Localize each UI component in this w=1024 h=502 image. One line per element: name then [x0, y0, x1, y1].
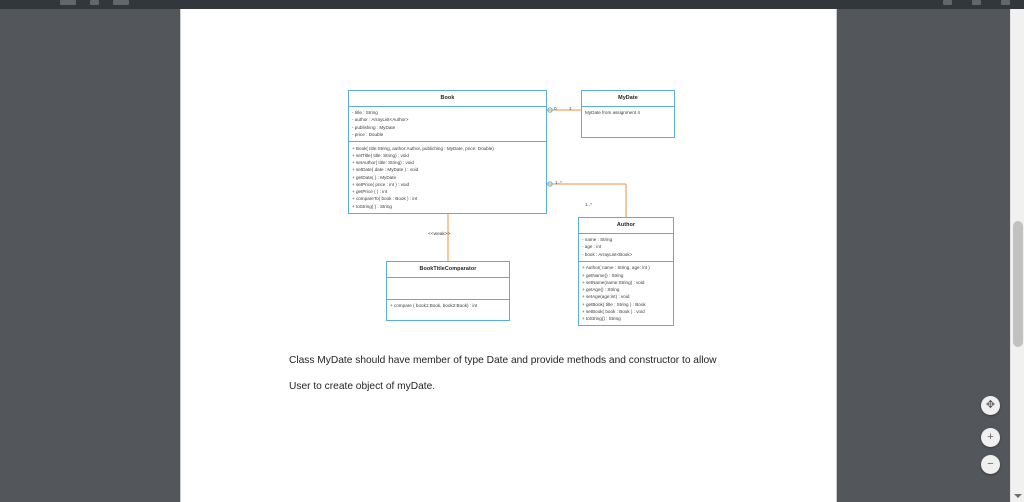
attribute-row: - publishing : MyDate	[352, 124, 396, 130]
vertical-scrollbar[interactable]	[1010, 9, 1024, 502]
multiplicity-book-mydate-target: 1	[569, 106, 572, 111]
method-row: + toString( ) : String	[352, 203, 392, 209]
app-toolbar	[0, 0, 1024, 9]
fit-to-screen-button[interactable]: ✥	[981, 396, 1000, 415]
move-arrows-icon: ✥	[985, 399, 996, 411]
uml-class-book-title: Book	[349, 91, 546, 107]
toolbar-menu-item-2[interactable]	[90, 0, 99, 5]
zoom-out-button[interactable]: −	[981, 455, 1000, 474]
uml-class-author-title: Author	[579, 218, 673, 234]
scrollbar-thumb[interactable]	[1013, 221, 1023, 347]
stereotype-label: <<weak>>	[428, 232, 451, 237]
method-row: + setAge(age:int) : void	[582, 294, 630, 300]
method-row: + toString() : String	[582, 316, 621, 322]
method-row: + getAge() : String	[582, 287, 620, 293]
document-caption: Class MyDate should have member of type …	[289, 355, 809, 408]
attribute-row: - title : String	[352, 110, 378, 116]
attribute-row: - book : ArrayList<Book>	[582, 251, 633, 257]
uml-class-booktitlecomparator-methods: + compare ( book1:Book, book2:Book) : in…	[387, 300, 509, 320]
window-close-button[interactable]	[1001, 0, 1010, 5]
method-row: + setDate( date : MyDate ) : void	[352, 167, 419, 173]
method-row: + setBook( book : Book ) : void	[582, 308, 645, 314]
method-row: + getBook( title : String ) : Book	[582, 301, 646, 307]
scroll-down-arrow-icon[interactable]	[1014, 494, 1022, 498]
uml-class-author-attributes: - name : String - age : int - book : Arr…	[579, 234, 673, 262]
uml-class-mydate[interactable]: MyDate MyDate from assignment 4	[581, 90, 675, 138]
attribute-row: - price : Double	[352, 131, 384, 137]
uml-class-booktitlecomparator-attributes	[387, 278, 509, 300]
method-row: + setPrice( price : int ) : void	[352, 181, 410, 187]
zoom-in-button[interactable]: +	[981, 428, 1000, 447]
minus-icon: −	[987, 458, 994, 470]
toolbar-menu-item-3[interactable]	[113, 0, 129, 5]
method-row: + getDate( ) : MyDate	[352, 174, 397, 180]
uml-class-mydate-title: MyDate	[582, 91, 674, 107]
method-row: + setName(name:String) : void	[582, 279, 645, 285]
diagram-connectors	[447, 107, 627, 261]
attribute-row: - author : ArrayList<Author>	[352, 117, 409, 123]
toolbar-menu-item-1[interactable]	[60, 0, 76, 5]
viewer-controls: ✥ + −	[981, 396, 1000, 474]
method-row: + Author( name : String, age: int )	[582, 265, 650, 271]
window-minimize-button[interactable]	[943, 0, 952, 5]
multiplicity-book-mydate-source: 0	[554, 106, 557, 111]
uml-class-booktitlecomparator-title: BookTitleComparator	[387, 262, 509, 278]
uml-class-author-methods: + Author( name : String, age: int ) + ge…	[579, 262, 673, 326]
caption-line-2: User to create object of myDate.	[289, 381, 436, 393]
multiplicity-book-author-source: 1..*	[555, 180, 562, 185]
method-row: + Book( title:String, author:Author, pub…	[352, 145, 494, 151]
multiplicity-book-author-target: 1..*	[585, 202, 592, 207]
method-row: + getPrice ( ) : int	[352, 189, 388, 195]
uml-class-booktitlecomparator[interactable]: BookTitleComparator + compare ( book1:Bo…	[386, 261, 510, 321]
uml-class-author[interactable]: Author - name : String - age : int - boo…	[578, 217, 674, 327]
uml-class-book-methods: + Book( title:String, author:Author, pub…	[349, 142, 546, 213]
caption-line-1: Class MyDate should have member of type …	[289, 355, 717, 366]
window-controls-group	[943, 0, 1010, 5]
attribute-row: - name : String	[582, 237, 613, 243]
document-page: 0 1 1..* 1..* <<weak>> Book - title : St…	[181, 9, 836, 502]
uml-class-diagram: 0 1 1..* 1..* <<weak>> Book - title : St…	[181, 9, 836, 346]
method-row: + setAuthor( title: String) : void	[352, 160, 414, 166]
method-row: + compare ( book1:Book, book2:Book) : in…	[390, 303, 478, 309]
document-scroll-viewport[interactable]: 0 1 1..* 1..* <<weak>> Book - title : St…	[0, 9, 1010, 502]
uml-class-book-attributes: - title : String - author : ArrayList<Au…	[349, 107, 546, 143]
method-row: + setTitle( title: String) : void	[352, 152, 409, 158]
window-maximize-button[interactable]	[972, 0, 981, 5]
attribute-row: - age : int	[582, 244, 602, 250]
uml-class-mydate-note: MyDate from assignment 4	[582, 107, 674, 137]
toolbar-left-group	[60, 0, 129, 5]
uml-class-book[interactable]: Book - title : String - author : ArrayLi…	[348, 90, 547, 214]
note-row: MyDate from assignment 4	[585, 110, 640, 116]
plus-icon: +	[987, 431, 994, 443]
method-row: + compareTo( book : Book ) : int	[352, 196, 418, 202]
method-row: + getName() : String	[582, 272, 624, 278]
